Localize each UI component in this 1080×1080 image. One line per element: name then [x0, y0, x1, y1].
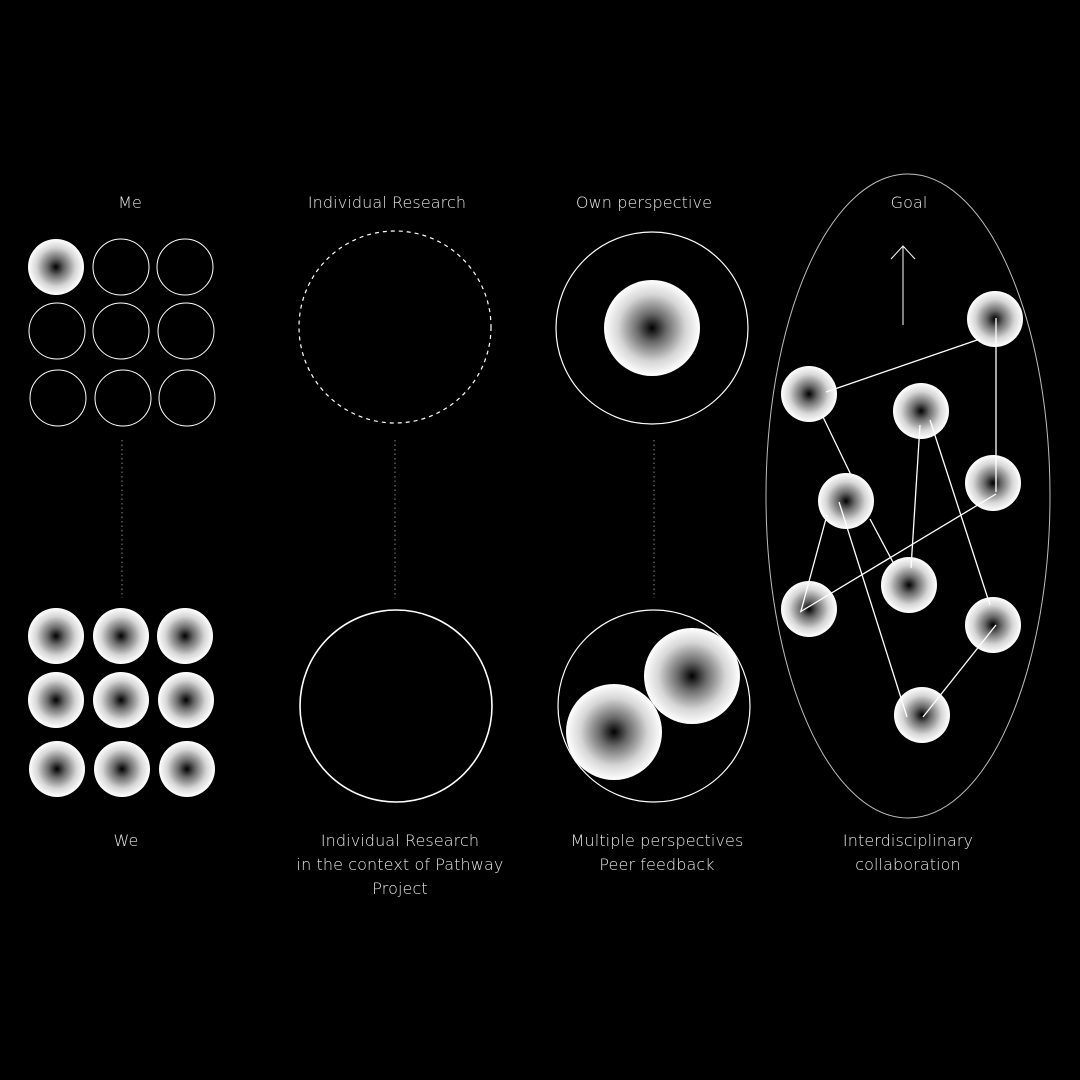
collaboration-links	[799, 318, 997, 718]
collab-node	[965, 597, 1021, 653]
collaboration-nodes	[781, 291, 1023, 743]
collab-link	[838, 501, 908, 718]
perspective-sphere-b	[566, 684, 662, 780]
me-node-empty	[29, 369, 87, 427]
me-node-empty	[28, 302, 86, 360]
label-goal: Goal	[890, 193, 928, 212]
label-individual-research-context: Individual Research in the context of Pa…	[296, 831, 504, 898]
arrow-up-icon	[890, 245, 916, 325]
collab-link	[825, 338, 981, 393]
multiple-perspectives-outer	[557, 609, 751, 803]
me-node-empty	[94, 369, 152, 427]
label-me: Me	[118, 193, 142, 212]
we-node	[94, 741, 150, 797]
perspective-sphere-a	[644, 628, 740, 724]
me-node-filled	[28, 239, 84, 295]
label-we: We	[113, 831, 139, 850]
collab-link	[869, 518, 896, 567]
me-node-empty	[156, 238, 214, 296]
we-node	[159, 741, 215, 797]
me-node-empty	[157, 302, 215, 360]
we-node	[28, 608, 84, 664]
collab-node	[965, 455, 1021, 511]
me-node-empty	[158, 369, 216, 427]
collab-node	[818, 473, 874, 529]
collab-link	[800, 514, 828, 612]
label-multiple-perspectives: Multiple perspectives Peer feedback	[570, 831, 744, 874]
collab-node	[881, 557, 937, 613]
we-node	[157, 608, 213, 664]
collab-link	[910, 424, 921, 569]
individual-research-dashed-circle	[298, 230, 492, 424]
label-interdisciplinary-collaboration: Interdisciplinary collaboration	[842, 831, 974, 874]
me-node-empty	[92, 302, 150, 360]
individual-research-context-circle	[299, 609, 493, 803]
collab-link	[822, 416, 853, 478]
me-grid	[28, 238, 216, 427]
we-node	[93, 672, 149, 728]
collab-node	[967, 291, 1023, 347]
label-individual-research: Individual Research	[307, 193, 467, 212]
we-node	[28, 672, 84, 728]
collaboration-ellipse	[765, 173, 1051, 819]
collab-link	[799, 493, 997, 613]
we-grid	[28, 608, 215, 797]
collab-node	[893, 383, 949, 439]
collab-node	[781, 581, 837, 637]
own-perspective-sphere	[604, 280, 700, 376]
collab-link	[929, 419, 991, 606]
collab-link	[922, 624, 997, 718]
collab-node	[781, 366, 837, 422]
me-node-empty	[92, 238, 150, 296]
collab-node	[894, 687, 950, 743]
we-node	[29, 741, 85, 797]
we-node	[158, 672, 214, 728]
label-own-perspective: Own perspective	[575, 193, 713, 212]
own-perspective-outer	[555, 231, 749, 425]
we-node	[93, 608, 149, 664]
